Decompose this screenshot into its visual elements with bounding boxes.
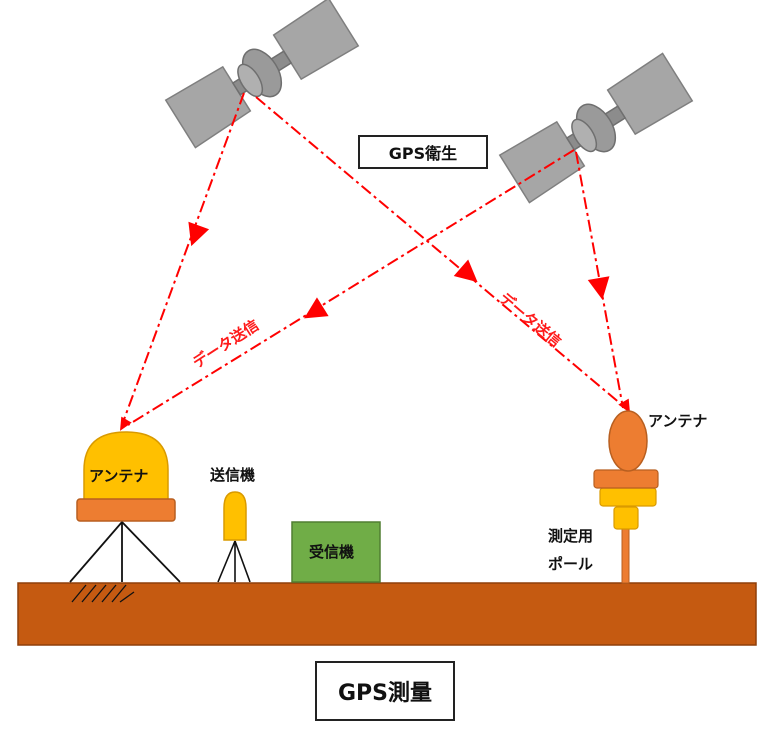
satellite-icon [498,52,694,204]
pole-flange-yellow [599,487,657,507]
signal-lines [121,92,629,426]
arrowhead-right-down [587,276,610,300]
transmitter-tripod [217,540,251,583]
pole-antenna-label: アンテナ [648,412,708,430]
arrowhead-end-base [120,416,132,431]
receiver-box [291,521,381,583]
pole-label-line1: 測定用 [548,527,594,545]
receiver-label: 受信機 [309,543,355,561]
pole-antenna-head [608,410,648,472]
base-antenna [69,431,181,603]
pole-label-line2: ポール [548,555,594,573]
arrowhead-mid-right [453,259,478,283]
transmitter-label: 送信機 [210,466,256,484]
base-antenna-dome [83,431,169,501]
signal-arrowheads [120,221,630,431]
transmitter-body [223,491,247,541]
pole-flange-orange [593,469,659,489]
ground-hatch [71,584,135,603]
arrowhead-left-down [188,221,210,247]
arrowhead-mid-left [304,297,329,319]
base-antenna-plate [76,498,176,522]
signal-line-sat1-to-base [121,92,245,426]
survey-title: GPS測量 [315,661,455,721]
satellite-icon [164,0,360,149]
pole-antenna [593,410,659,584]
arrowhead-end-pole [618,398,630,413]
signal-line-sat2-to-base [127,149,575,426]
transmitter [217,491,251,583]
pole-collar [613,506,639,530]
satellite-label: GPS衛生 [358,135,488,169]
base-antenna-label: アンテナ [89,467,149,485]
ground [17,582,757,646]
base-tripod [69,521,181,583]
pole-shaft [621,525,630,584]
signal-line-sat2-to-pole [575,151,624,409]
